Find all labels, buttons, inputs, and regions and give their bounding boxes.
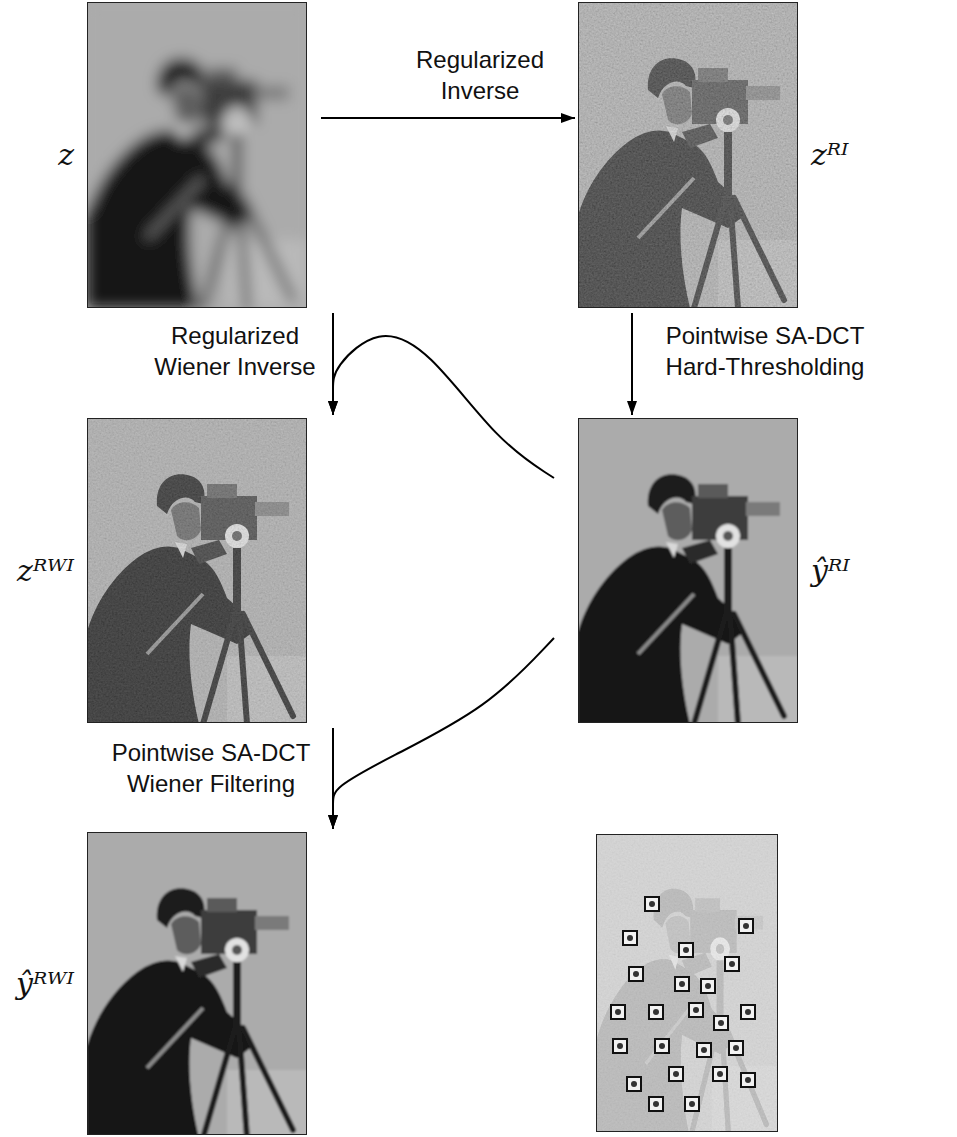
flow-arrow — [333, 638, 554, 829]
noisy-photo — [578, 2, 798, 308]
neighborhood-squares — [611, 897, 755, 1111]
panel-label: ŷᴿᴵ — [811, 553, 850, 589]
noisy-photo — [87, 418, 307, 724]
neighborhood-marks — [615, 901, 751, 1107]
flow-arrow — [631, 313, 633, 415]
restored-photo — [87, 832, 307, 1137]
image-panel: ŷᴿᴵ — [578, 418, 798, 723]
panel-label: ŷᴿᵂᴵ — [16, 966, 74, 1002]
panel-label: zᴿᵂᴵ — [17, 553, 74, 589]
flow-arrow — [321, 117, 575, 119]
image-panel: zᴿᵂᴵ — [87, 418, 307, 723]
step-label: Regularized Inverse — [405, 44, 555, 106]
step-label: Pointwise SA-DCT Wiener Filtering — [100, 737, 322, 799]
flow-arrow — [333, 336, 554, 478]
image-panel: z — [87, 2, 307, 308]
image-panel: ŷᴿᵂᴵ — [87, 832, 307, 1135]
restored-photo — [578, 418, 798, 724]
image-panel: zᴿᴵ — [578, 2, 798, 308]
blurred-photo — [87, 2, 307, 308]
panel-label: z — [58, 137, 74, 173]
panel-label: zᴿᴵ — [811, 137, 849, 173]
step-label: Pointwise SA-DCT Hard-Thresholding — [640, 320, 890, 382]
adaptive-neighborhood-map — [596, 834, 778, 1132]
step-label: Regularized Wiener Inverse — [145, 320, 325, 382]
